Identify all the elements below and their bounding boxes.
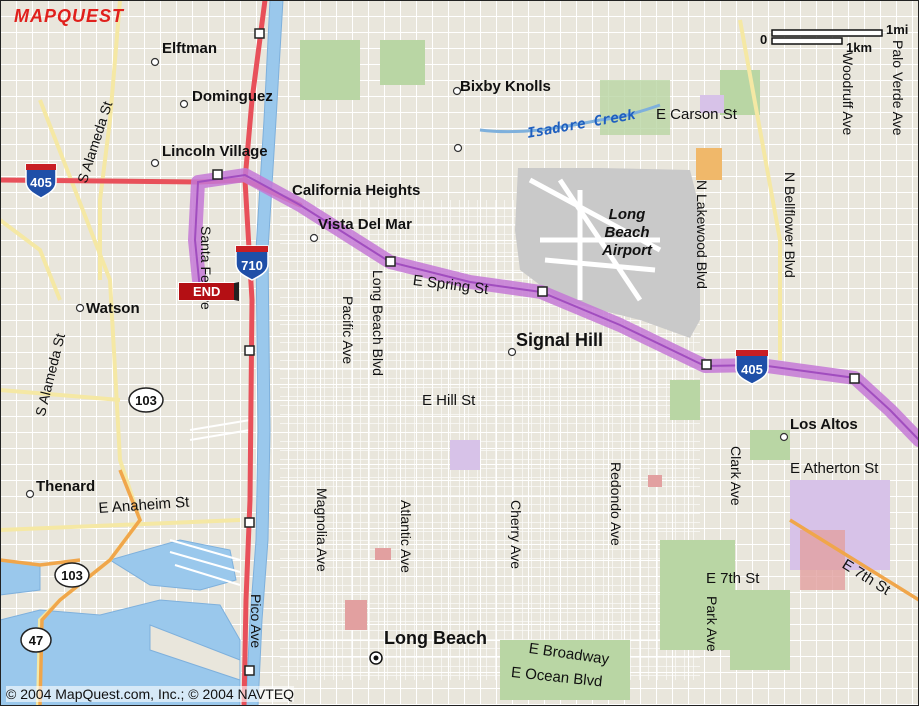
label-long-beach-airport: Long Beach Airport (602, 206, 652, 259)
city-center-marker (369, 651, 383, 665)
label-n-bellflower-blvd: N Bellflower Blvd (782, 172, 798, 278)
i405-west-shield: 405 (25, 163, 57, 199)
label-pico-ave: Pico Ave (248, 594, 264, 649)
label-redondo-ave: Redondo Ave (608, 462, 624, 546)
label-woodruff-ave: Woodruff Ave (840, 52, 856, 136)
svg-text:47: 47 (29, 633, 43, 648)
label-palo-verde-ave: Palo Verde Ave (890, 40, 906, 136)
mapquest-logo[interactable]: MAPQUEST (14, 6, 125, 26)
label-e-carson-st: E Carson St (656, 106, 737, 123)
rail-lines (169, 419, 251, 586)
scale-km-label: 1km (846, 40, 873, 55)
label-clark-ave: Clark Ave (728, 446, 744, 506)
i710-shield: 710 (235, 245, 269, 281)
label-n-lakewood-blvd: N Lakewood Blvd (694, 180, 710, 289)
scale-mile-label: 1mi (886, 22, 909, 37)
park-areas (300, 40, 790, 700)
label-watson: Watson (86, 300, 140, 317)
label-pacific-ave: Pacific Ave (340, 296, 356, 365)
label-lincoln-village: Lincoln Village (162, 143, 268, 160)
label-park-ave: Park Ave (704, 596, 720, 652)
label-elftman: Elftman (162, 40, 218, 57)
svg-text:405: 405 (30, 175, 52, 190)
copyright-notice: © 2004 MapQuest.com, Inc.; © 2004 NAVTEQ (6, 686, 295, 702)
label-california-heights: California Heights (292, 182, 421, 199)
label-bixby-knolls: Bixby Knolls (460, 78, 551, 95)
sr47-shield: 47 (20, 627, 52, 653)
label-e-hill-st: E Hill St (422, 392, 476, 409)
water-features (0, 0, 661, 706)
label-los-altos: Los Altos (790, 416, 858, 433)
label-e-atherton-st: E Atherton St (790, 460, 879, 477)
label-long-beach: Long Beach (384, 628, 488, 648)
route-end-marker[interactable]: END (178, 282, 240, 301)
label-e-7th-st: E 7th St (706, 570, 760, 587)
sr103-north-shield: 103 (128, 387, 164, 413)
label-cherry-ave: Cherry Ave (508, 500, 524, 569)
sr103-south-shield: 103 (54, 562, 90, 588)
svg-text:710: 710 (241, 258, 263, 273)
svg-text:103: 103 (135, 393, 157, 408)
label-vista-del-mar: Vista Del Mar (318, 216, 412, 233)
route-line (193, 173, 919, 441)
label-dominguez: Dominguez (192, 88, 273, 105)
label-long-beach-blvd: Long Beach Blvd (370, 270, 386, 376)
place-dots (25, 57, 789, 499)
svg-text:103: 103 (61, 568, 83, 583)
scale-zero-label: 0 (760, 32, 768, 47)
label-magnolia-ave: Magnolia Ave (314, 488, 330, 572)
scale-bar (771, 29, 883, 45)
i405-east-shield: 405 (735, 349, 769, 385)
svg-text:405: 405 (741, 362, 763, 377)
route-nodes (212, 28, 860, 676)
label-thenard: Thenard (36, 478, 96, 495)
label-atlantic-ave: Atlantic Ave (398, 500, 414, 573)
land-use-areas (345, 95, 890, 630)
label-signal-hill: Signal Hill (516, 330, 604, 350)
